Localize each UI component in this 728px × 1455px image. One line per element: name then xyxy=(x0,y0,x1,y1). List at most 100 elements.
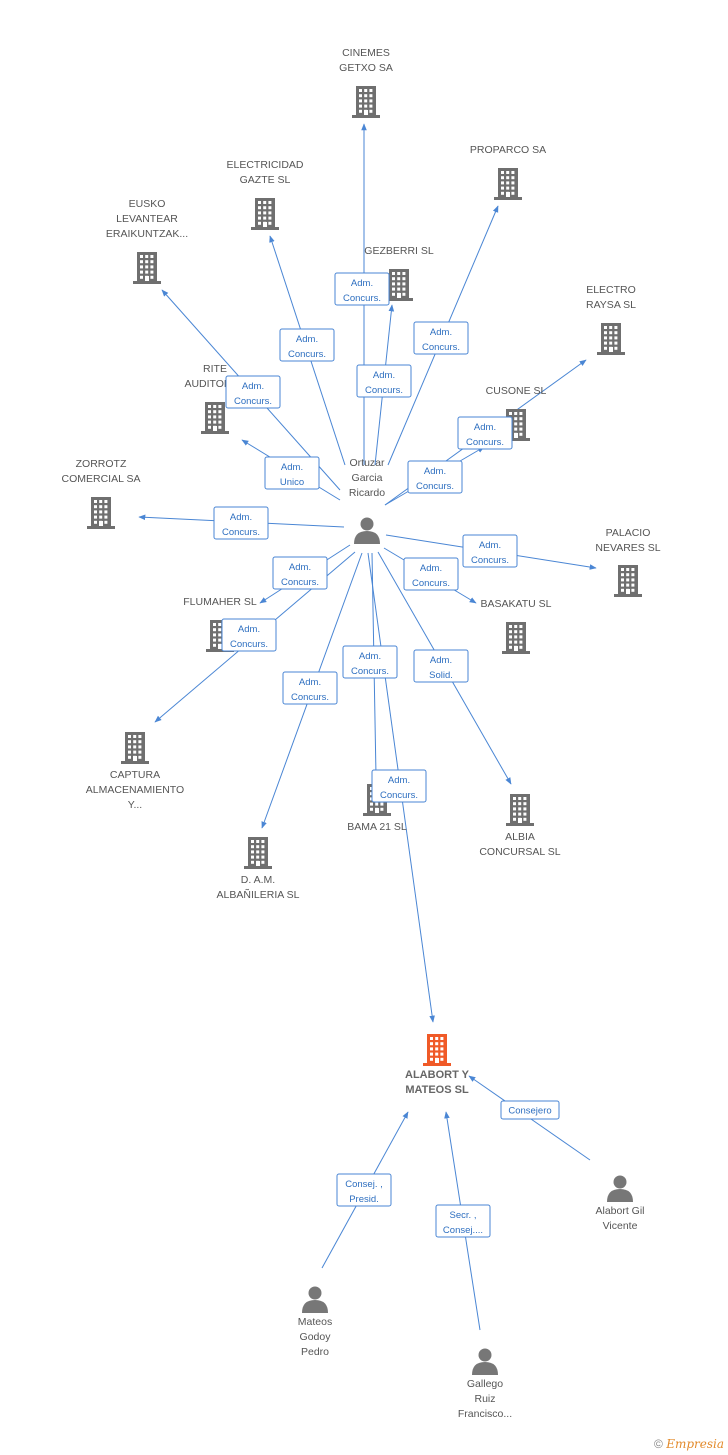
edge-label-text: Adm. xyxy=(373,370,395,381)
building-icon xyxy=(87,497,115,529)
edge-label-alaborgil[interactable]: Consejero xyxy=(500,1100,560,1120)
edge-label-text: Presid. xyxy=(349,1194,379,1205)
edge-label-electricidad[interactable]: Adm.Concurs. xyxy=(279,328,335,362)
edge-label-text: Consej. , xyxy=(345,1179,383,1190)
edge-labels-layer: Adm. Concurs. Adm. Concurs. Adm. Concurs. Adm.… xyxy=(213,272,560,1238)
edge-label-alabort[interactable]: Adm.Concurs. xyxy=(371,769,427,803)
edge-label-gezberri[interactable]: Adm. Concurs. xyxy=(356,364,412,398)
edge-label-text: Concurs. xyxy=(412,578,450,589)
edge-label-text: Adm. xyxy=(281,462,303,473)
person-icon xyxy=(302,1286,328,1313)
edge-label-gallego[interactable]: Secr. , Consej.... xyxy=(435,1204,491,1238)
electro-label-line: ELECTRO xyxy=(586,284,636,296)
eusko-label-line: LEVANTEAR xyxy=(116,213,178,225)
edge-label-text: Unico xyxy=(280,477,304,488)
company-node-basakatu[interactable]: BASAKATU SL xyxy=(481,598,552,654)
main-company-node[interactable]: ALABORT Y MATEOS SL xyxy=(405,1034,470,1096)
edge-label-text: Adm. xyxy=(479,540,501,551)
edge-label-rite[interactable]: Adm. Unico xyxy=(264,456,320,490)
rite-label-line: RITE xyxy=(203,363,227,375)
building-icon xyxy=(352,86,380,118)
building-icon xyxy=(244,837,272,869)
edge-label-text: Concurs. xyxy=(281,577,319,588)
copyright-symbol: © xyxy=(654,1437,663,1451)
building-icon xyxy=(201,402,229,434)
edge-label-cinemes[interactable]: Adm.Concurs. xyxy=(334,272,390,306)
dam-label-line: D. A.M. xyxy=(241,874,275,886)
edge-label-text: Concurs. xyxy=(343,293,381,304)
edge-label-flumaher[interactable]: Adm.Concurs. xyxy=(272,556,328,590)
bama-label-line: BAMA 21 SL xyxy=(347,821,407,833)
company-node-electro[interactable]: ELECTRO RAYSA SL xyxy=(586,284,636,355)
cinemes-label-line: GETXO SA xyxy=(339,62,393,74)
electro-label-line: RAYSA SL xyxy=(586,299,636,311)
building-icon xyxy=(502,622,530,654)
company-node-dam[interactable]: D. A.M.ALBAÑILERIA SL xyxy=(217,837,300,901)
edge-label-basakatu[interactable]: Adm. Concurs. xyxy=(403,557,459,591)
building-icon xyxy=(133,252,161,284)
cusone-label-line: CUSONE SL xyxy=(486,385,547,397)
edge-label-text: Adm. xyxy=(299,677,321,688)
edge-label-text: Concurs. xyxy=(365,385,403,396)
building-icon xyxy=(385,269,413,301)
edge-label-text: Adm. xyxy=(238,624,260,635)
company-node-eusko[interactable]: EUSKOLEVANTEARERAIKUNTZAK... xyxy=(106,198,188,284)
edge-label-palacio[interactable]: Adm. Concurs. xyxy=(462,534,518,568)
alabort-label-line: ALABORT Y xyxy=(405,1069,470,1081)
proparco-label-line: PROPARCO SA xyxy=(470,144,546,156)
edge-label-eusko[interactable]: Adm. Concurs. xyxy=(225,375,281,409)
edge-label-captura[interactable]: Adm.Concurs. xyxy=(221,618,277,652)
edge-label-text: Adm. xyxy=(359,651,381,662)
edge-label-proparco[interactable]: Adm.Concurs. xyxy=(413,321,469,355)
company-node-gezberri[interactable]: GEZBERRI SL xyxy=(364,245,434,301)
building-icon xyxy=(423,1034,451,1066)
person-node-gallego[interactable]: GallegoRuizFrancisco... xyxy=(458,1348,512,1421)
alabort-label-line: MATEOS SL xyxy=(405,1084,469,1096)
edge-label-mateos[interactable]: Consej. , Presid. xyxy=(336,1173,392,1207)
edge-label-cusone[interactable]: Adm.Concurs. xyxy=(407,460,463,494)
edge-label-text: Solid. xyxy=(429,670,453,681)
edge-label-text: Adm. xyxy=(388,775,410,786)
company-node-proparco[interactable]: PROPARCO SA xyxy=(470,144,546,200)
edge-label-text: Concurs. xyxy=(291,692,329,703)
brand-logo[interactable]: Empresia xyxy=(666,1437,724,1451)
edge-label-text: Adm. xyxy=(424,466,446,477)
captura-label-line: Y... xyxy=(128,799,142,811)
electricidad-label-line: ELECTRICIDAD xyxy=(226,159,303,171)
edge-label-text: Adm. xyxy=(230,512,252,523)
footer: © Empresia xyxy=(654,1437,724,1451)
building-icon xyxy=(494,168,522,200)
edge-label-text: Adm. xyxy=(430,327,452,338)
edge-label-text: Consej.... xyxy=(443,1225,483,1236)
albia-label-line: CONCURSAL SL xyxy=(479,846,560,858)
person-icon xyxy=(472,1348,498,1375)
gezberri-label-line: GEZBERRI SL xyxy=(364,245,434,257)
edge-label-text: Adm. xyxy=(242,381,264,392)
edge-label-text: Concurs. xyxy=(288,349,326,360)
alaborgil-label-line: Vicente xyxy=(603,1220,638,1232)
edge-label-text: Concurs. xyxy=(222,527,260,538)
edge-label-bama[interactable]: Adm. Concurs. xyxy=(342,645,398,679)
edge-label-text: Concurs. xyxy=(351,666,389,677)
ortuzar-label-line: Garcia xyxy=(352,472,383,484)
edge-label-text: Concurs. xyxy=(471,555,509,566)
captura-label-line: CAPTURA xyxy=(110,769,160,781)
edge-label-text: Secr. , xyxy=(450,1210,477,1221)
edge-label-zorrotz[interactable]: Adm. Concurs. xyxy=(213,506,269,540)
edge-label-text: Concurs. xyxy=(234,396,272,407)
edge-label-text: Adm. xyxy=(420,563,442,574)
edge-label-electro[interactable]: Adm.Concurs. xyxy=(457,416,513,450)
building-icon xyxy=(121,732,149,764)
edge-label-albia[interactable]: Adm.Solid. xyxy=(413,649,469,683)
edge-label-dam[interactable]: Adm. Concurs. xyxy=(282,671,338,705)
company-node-captura[interactable]: CAPTURAALMACENAMIENTOY... xyxy=(86,732,184,811)
